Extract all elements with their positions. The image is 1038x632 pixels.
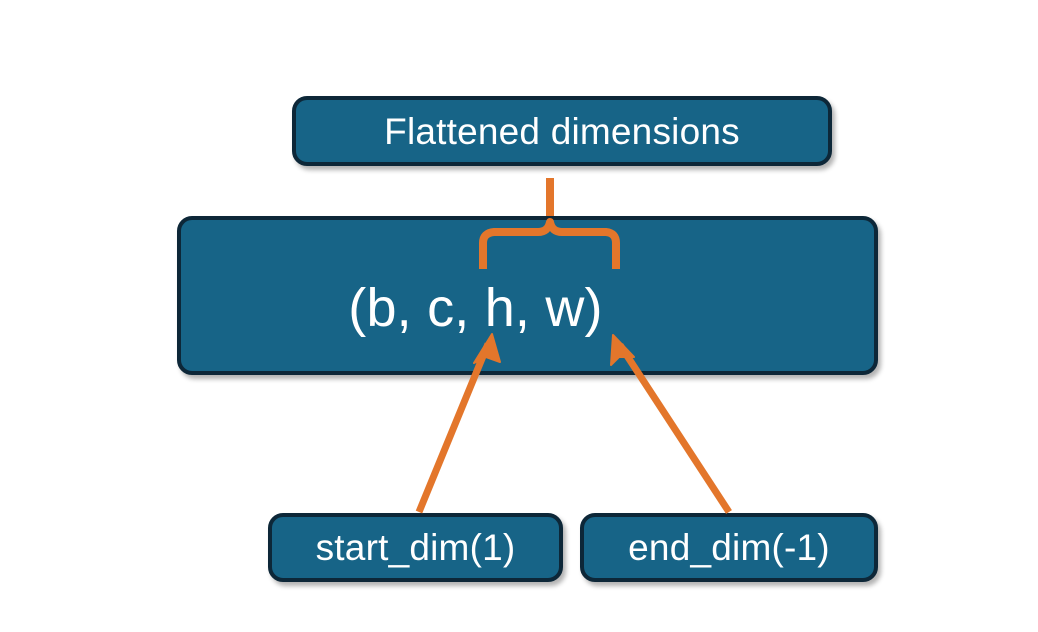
node-start-dim-label: start_dim(1)	[315, 527, 516, 568]
node-tensor-shape-label: (b, c, h, w)	[348, 277, 603, 338]
node-start-dim[interactable]: start_dim(1)	[268, 513, 563, 582]
node-end-dim[interactable]: end_dim(-1)	[580, 513, 878, 582]
node-tensor-shape[interactable]: (b, c, h, w)	[177, 216, 878, 375]
node-end-dim-label: end_dim(-1)	[628, 527, 830, 568]
node-flattened-dimensions[interactable]: Flattened dimensions	[292, 96, 832, 166]
node-flattened-dimensions-label: Flattened dimensions	[384, 110, 740, 152]
